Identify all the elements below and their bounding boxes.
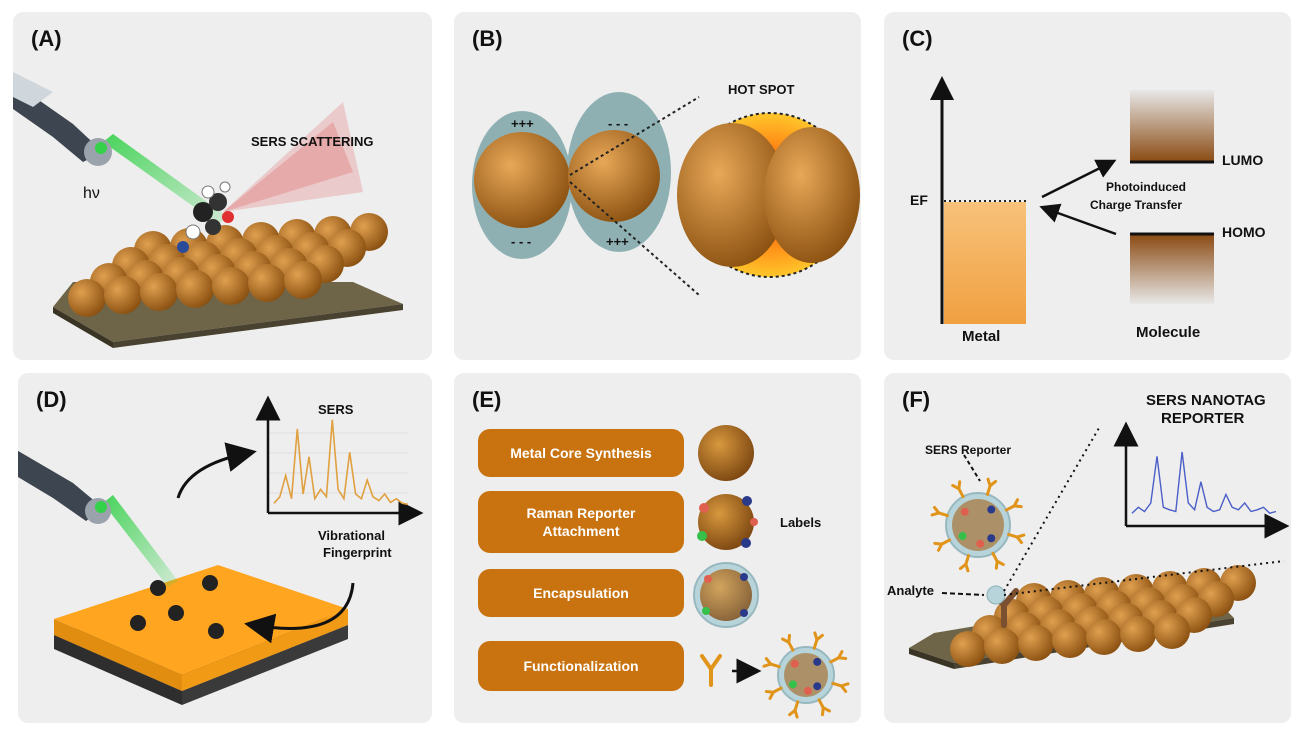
fingerprint-line1: Vibrational [318,528,385,543]
functionalized-nanotag [762,631,850,719]
sers-label: SERS [318,402,354,417]
sers-nanotag [930,477,1026,573]
charge-top-right: - - - [608,116,629,131]
nanoparticle [984,628,1020,664]
nanoparticle [176,270,214,308]
nanoparticle [212,267,250,305]
sers-spectrum [273,419,409,506]
sers-scattering-label: SERS SCATTERING [251,134,374,149]
laser-beam [103,495,178,587]
laser-pointer [18,450,111,524]
panel-e: (E) Metal Core Synthesis Raman Reporter … [454,373,861,723]
nanoparticle [104,276,142,314]
nanoparticle-carpet [54,565,348,675]
charge-bottom-left: - - - [511,234,532,249]
fingerprint-arrow [244,582,355,644]
metal-core-particle [698,425,754,481]
encapsulated-particle [693,562,759,628]
nanoparticle-left [474,132,570,228]
analyte-pointer [941,592,985,596]
lumo-label: LUMO [1222,152,1264,168]
antibody-icon [700,654,722,687]
panel-b-letter: (B) [472,26,503,51]
nanoparticle-right [568,130,660,222]
analyte-particle [986,585,1006,605]
molecule [177,181,234,253]
nanoparticle [1120,616,1156,652]
excitation-arrow [176,442,257,499]
charge-top-left: +++ [511,116,534,131]
molecule-label: Molecule [1136,324,1201,341]
homo-label: HOMO [1222,224,1266,240]
nanoparticle [950,631,986,667]
laser-pointer [13,72,112,166]
ef-label: EF [910,192,928,208]
adsorbed-molecules [130,575,224,639]
sers-spectrum [1131,451,1277,514]
lumo-band [1130,90,1214,162]
panel-c-letter: (C) [902,26,933,51]
step-metal-core: Metal Core Synthesis [478,429,684,477]
panel-a: (A) [13,12,432,360]
nanotag-title-line2: REPORTER [1161,410,1245,427]
hot-spot-label: HOT SPOT [728,82,795,97]
step-functionalization: Functionalization [478,641,684,691]
nanoparticle [68,279,106,317]
zoom-line-bottom [1003,560,1285,596]
homo-band [1130,234,1214,304]
nanoparticle [284,261,322,299]
sers-reporter-label: SERS Reporter [925,443,1012,457]
nanoparticle [1018,625,1054,661]
nanoparticle [1086,619,1122,655]
panel-f-letter: (F) [902,387,931,412]
panel-a-letter: (A) [31,26,62,51]
panel-b-illustration [472,92,860,296]
nanoparticle-array [950,565,1256,667]
transfer-label-line1: Photoinduced [1106,180,1186,194]
charge-bottom-right: +++ [606,234,629,249]
photon-label: hν [83,185,100,202]
panel-a-illustration [13,72,403,348]
reporter-particle [697,494,758,550]
panel-e-letter: (E) [472,387,502,412]
panel-e-illustration [693,425,850,719]
panel-f-illustration [909,421,1290,669]
labels-text: Labels [780,515,822,530]
nanoparticle [1052,622,1088,658]
sers-scattering-cone [223,102,363,212]
nanoparticle [1154,613,1190,649]
panel-f: (F) SERS NANOTAG REPORTER SERS Repor [884,373,1291,723]
panel-b: (B) HOT SPOT +++ - - - - - - +++ [454,12,861,360]
transfer-arrow-up [1041,159,1117,199]
laser-beam [103,134,228,224]
fingerprint-line2: Fingerprint [323,545,392,560]
nanotag-title-line1: SERS NANOTAG [1146,392,1266,409]
zoom-line-top [1003,427,1100,592]
panel-d-illustration [18,395,424,705]
panel-d-letter: (D) [36,387,67,412]
panel-c-diagram [930,76,1214,324]
analyte-label: Analyte [887,583,934,598]
nanoparticle [140,273,178,311]
step-encapsulation: Encapsulation [478,569,684,617]
transfer-arrow-down [1039,203,1117,236]
metal-band [944,202,1026,324]
step-raman-reporter: Raman Reporter Attachment [478,491,684,553]
transfer-label-line2: Charge Transfer [1090,198,1183,212]
metal-label: Metal [962,328,1001,345]
panel-c: (C) EF LUMO HOMO Photoinduced Charge [884,12,1291,360]
nanoparticle-array [68,213,388,317]
nanoparticle [248,264,286,302]
reporter-pointer [963,454,981,482]
panel-d: (D) SERS Vibra [18,373,432,723]
